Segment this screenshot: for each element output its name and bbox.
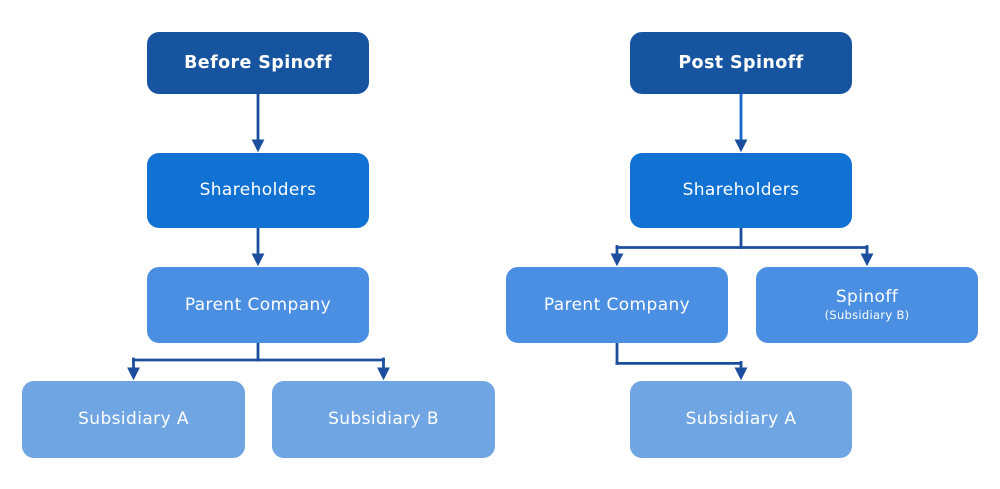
node-label: Shareholders: [682, 180, 800, 201]
node-label: Parent Company: [543, 294, 691, 315]
node-label: Post Spinoff: [678, 52, 804, 73]
node-label: Subsidiary A: [685, 409, 797, 430]
node-post-shareholders: Shareholders: [630, 153, 852, 228]
node-post-spinoff-title: Post Spinoff: [630, 32, 852, 94]
node-before-spinoff-title: Before Spinoff: [147, 32, 369, 94]
node-before-subsidiary-b: Subsidiary B: [272, 381, 495, 458]
node-label: Parent Company: [184, 294, 332, 315]
node-before-subsidiary-a: Subsidiary A: [22, 381, 245, 458]
node-label: Subsidiary A: [78, 409, 189, 430]
node-label: Subsidiary B: [328, 409, 439, 430]
node-before-parent-company: Parent Company: [147, 267, 369, 343]
node-post-spinoff-subsidiary-b: Spinoff (Subsidiary B): [756, 267, 978, 343]
node-post-subsidiary-a: Subsidiary A: [630, 381, 852, 458]
node-label: Shareholders: [199, 180, 317, 201]
node-before-shareholders: Shareholders: [147, 153, 369, 228]
node-post-parent-company: Parent Company: [506, 267, 728, 343]
node-label: Spinoff: [835, 287, 899, 308]
node-label: Before Spinoff: [184, 52, 332, 73]
node-sublabel: (Subsidiary B): [824, 307, 910, 322]
